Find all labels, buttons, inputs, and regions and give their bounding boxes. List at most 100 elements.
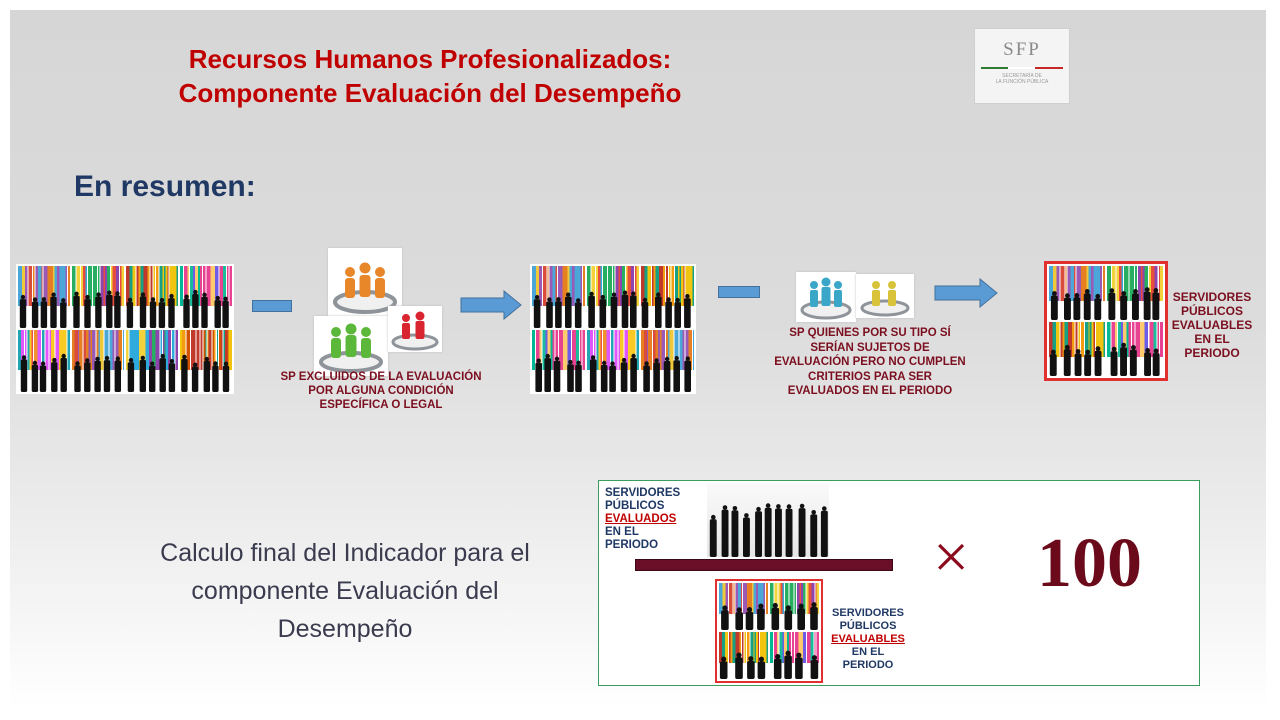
evaluable-caption-line: EN EL xyxy=(1194,332,1230,346)
yellow-people-ring-icon xyxy=(856,274,914,318)
crowd-tile xyxy=(126,330,178,392)
numerator-line: EN EL xyxy=(605,526,639,538)
crowd-tile xyxy=(180,266,232,328)
crowd-tile xyxy=(1107,322,1163,376)
evaluable-servants-image xyxy=(715,579,823,683)
crowd-tile xyxy=(1049,266,1105,320)
people-silhouettes xyxy=(641,345,694,392)
logo-name-line-1: SECRETARÍA DE xyxy=(1002,73,1042,79)
right-arrow-icon xyxy=(934,278,998,308)
remaining-servants-image xyxy=(530,264,696,394)
indicator-formula: SERVIDORES PÚBLICOS EVALUADOS EN EL PERI… xyxy=(598,480,1200,686)
people-silhouettes xyxy=(72,345,124,392)
green-people-ring-icon xyxy=(314,316,388,376)
denominator-line: SERVIDORES xyxy=(832,607,904,619)
denominator-line: PÚBLICOS xyxy=(839,620,897,632)
excluded-caption-line: POR ALGUNA CONDICIÓN xyxy=(308,385,454,397)
crowd-tile xyxy=(72,266,124,328)
crowd-tile xyxy=(719,632,768,679)
not-meeting-caption-line: CRITERIOS PARA SER xyxy=(808,370,932,383)
not-meeting-caption: SP QUIENES POR SU TIPO SÍ SERÍAN SUJETOS… xyxy=(750,326,990,399)
numerator-label: SERVIDORES PÚBLICOS EVALUADOS EN EL PERI… xyxy=(605,487,701,552)
people-silhouettes xyxy=(180,345,232,392)
sfp-logo: SFP SECRETARÍA DE LA FUNCIÓN PÚBLICA xyxy=(974,28,1070,104)
multiplier-value: 100 xyxy=(1037,525,1142,602)
fraction-bar xyxy=(635,559,893,571)
crowd-tile xyxy=(586,330,640,392)
people-silhouettes xyxy=(126,345,178,392)
evaluable-caption-line: EVALUABLES xyxy=(1171,318,1253,332)
numerator-highlight: EVALUADOS xyxy=(605,513,677,525)
people-silhouettes xyxy=(719,595,768,630)
crowd-tile xyxy=(641,266,694,328)
crowd-tile xyxy=(719,583,768,630)
crowd-tile xyxy=(18,266,70,328)
people-silhouettes xyxy=(18,345,70,392)
denominator-line: PERIODO xyxy=(842,659,894,671)
evaluable-caption-line: SERVIDORES xyxy=(1172,290,1252,304)
evaluable-caption-line: PERIODO xyxy=(1184,346,1240,360)
crowd-tile xyxy=(1107,266,1163,320)
title-line-1: Recursos Humanos Profesionalizados: xyxy=(188,44,672,74)
people-silhouettes xyxy=(641,281,694,328)
numerator-line: PÚBLICOS xyxy=(605,500,665,512)
evaluable-caption: SERVIDORES PÚBLICOS EVALUABLES EN EL PER… xyxy=(1164,290,1260,360)
excluded-caption-line: SP EXCLUIDOS DE LA EVALUACIÓN xyxy=(280,371,482,383)
people-silhouettes xyxy=(532,345,585,392)
calculation-line: Desempeño xyxy=(277,615,413,643)
logo-name: SECRETARÍA DE LA FUNCIÓN PÚBLICA xyxy=(975,73,1069,85)
logo-stripe xyxy=(981,67,1063,69)
crowd-tile xyxy=(72,330,124,392)
denominator-line: EN EL xyxy=(851,646,885,658)
crowd-tile xyxy=(532,330,585,392)
people-silhouettes xyxy=(1049,335,1105,376)
red-people-ring-icon xyxy=(388,306,442,352)
blue-people-ring-icon xyxy=(796,272,856,322)
excluded-caption: SP EXCLUIDOS DE LA EVALUACIÓN POR ALGUNA… xyxy=(268,370,494,412)
slide: Recursos Humanos Profesionalizados: Comp… xyxy=(10,10,1266,710)
calculation-line: Calculo final del Indicador para el xyxy=(160,539,530,567)
people-silhouettes xyxy=(1049,279,1105,320)
crowd-tile xyxy=(641,330,694,392)
not-meeting-caption-line: SERÍAN SUJETOS DE xyxy=(810,341,930,354)
people-silhouettes xyxy=(18,281,70,328)
people-silhouettes xyxy=(72,281,124,328)
logo-acronym: SFP xyxy=(1003,39,1041,60)
multiply-sign: × xyxy=(933,521,970,592)
numerator-line: SERVIDORES xyxy=(605,487,681,499)
minus-sign-icon xyxy=(718,286,760,298)
summary-heading: En resumen: xyxy=(74,170,256,203)
crowd-tile xyxy=(180,330,232,392)
all-servants-image xyxy=(16,264,234,394)
people-silhouettes xyxy=(770,595,819,630)
not-meeting-caption-line: EVALUACIÓN PERO NO CUMPLEN xyxy=(774,356,966,368)
crowd-tile xyxy=(532,266,585,328)
not-meeting-caption-line: EVALUADOS EN EL PERIODO xyxy=(787,385,953,397)
logo-name-line-2: LA FUNCIÓN PÚBLICA xyxy=(995,79,1049,85)
calculation-description: Calculo final del Indicador para el comp… xyxy=(130,534,560,648)
crowd-tile xyxy=(586,266,640,328)
people-silhouettes xyxy=(180,281,232,328)
crowd-tile xyxy=(18,330,70,392)
title-line-2: Componente Evaluación del Desempeño xyxy=(178,78,682,108)
people-silhouettes xyxy=(532,281,585,328)
minus-sign-icon xyxy=(252,300,292,312)
evaluable-caption-line: PÚBLICOS xyxy=(1180,304,1243,318)
people-silhouettes xyxy=(770,644,819,679)
slide-title: Recursos Humanos Profesionalizados: Comp… xyxy=(10,42,850,110)
people-silhouettes xyxy=(587,281,640,328)
denominator-label: SERVIDORES PÚBLICOS EVALUABLES EN EL PER… xyxy=(823,607,913,672)
people-silhouettes xyxy=(719,644,768,679)
people-silhouettes xyxy=(587,345,640,392)
crowd-tile xyxy=(126,266,178,328)
people-silhouettes xyxy=(126,281,178,328)
people-silhouettes xyxy=(1107,335,1163,376)
crowd-tile xyxy=(770,583,819,630)
calculation-line: componente Evaluación del xyxy=(191,577,499,605)
evaluable-servants-image xyxy=(1044,261,1168,381)
crowd-tile xyxy=(1049,322,1105,376)
excluded-caption-line: ESPECÍFICA O LEGAL xyxy=(319,399,443,411)
crowd-tile xyxy=(770,632,819,679)
not-meeting-caption-line: SP QUIENES POR SU TIPO SÍ xyxy=(789,327,951,339)
right-arrow-icon xyxy=(460,290,522,320)
